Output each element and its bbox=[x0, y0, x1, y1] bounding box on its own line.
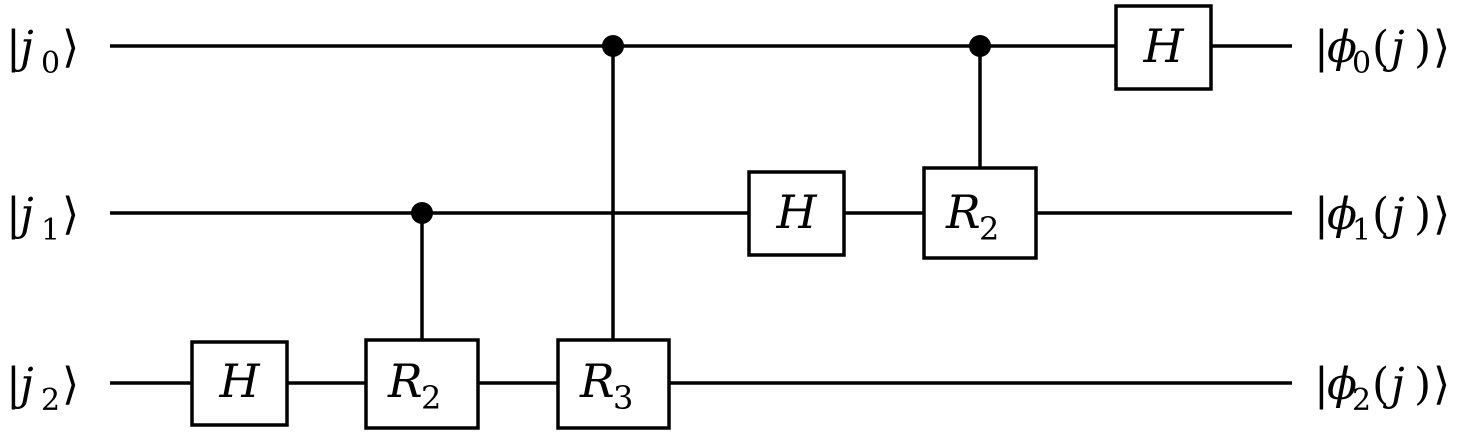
gate-subscript: 2 bbox=[979, 210, 999, 248]
ket-paren-close: ) bbox=[1414, 189, 1431, 240]
control-dot-r3-q2 bbox=[602, 35, 624, 57]
ket-bar: | bbox=[6, 22, 21, 73]
gate-label: H bbox=[218, 354, 260, 408]
ket-subscript: 0 bbox=[41, 46, 60, 81]
ket-symbol: ϕ bbox=[1327, 22, 1357, 73]
ket-symbol: ϕ bbox=[1327, 359, 1357, 410]
input-ket-1: | j 1 ⟩ bbox=[6, 189, 79, 248]
ket-paren-open: ( bbox=[1372, 359, 1389, 410]
gate-r3-q2: R 3 bbox=[556, 338, 671, 430]
output-ket-2: | ϕ 2 ( j ) ⟩ bbox=[1314, 359, 1450, 418]
gate-r2-q2: R 2 bbox=[364, 338, 480, 430]
ket-subscript: 1 bbox=[1352, 213, 1371, 248]
ket-bar: | bbox=[1314, 189, 1329, 240]
ket-paren-close: ) bbox=[1414, 359, 1431, 410]
gate-label: R bbox=[945, 185, 981, 239]
output-ket-1: | ϕ 1 ( j ) ⟩ bbox=[1314, 189, 1450, 248]
control-dot-r2-q1 bbox=[969, 35, 991, 57]
ket-angle: ⟩ bbox=[62, 359, 79, 410]
ket-bar: | bbox=[1314, 22, 1329, 73]
ket-angle: ⟩ bbox=[62, 22, 79, 73]
ket-subscript: 2 bbox=[1352, 383, 1371, 418]
output-ket-0: | ϕ 0 ( j ) ⟩ bbox=[1314, 22, 1450, 81]
gate-label: R bbox=[579, 354, 615, 408]
ket-symbol: ϕ bbox=[1327, 189, 1357, 240]
ket-angle: ⟩ bbox=[1433, 22, 1450, 73]
gate-label: H bbox=[775, 185, 817, 239]
control-dot-r2-q2 bbox=[411, 202, 433, 224]
gate-h-q0: H bbox=[1114, 4, 1213, 91]
ket-subscript: 1 bbox=[41, 213, 60, 248]
ket-paren-close: ) bbox=[1414, 22, 1431, 73]
gate-r2-q1: R 2 bbox=[922, 166, 1038, 260]
gate-label: R bbox=[387, 354, 423, 408]
ket-bar: | bbox=[6, 359, 21, 410]
ket-bar: | bbox=[6, 189, 21, 240]
ket-subscript: 2 bbox=[41, 383, 60, 418]
gate-label: H bbox=[1142, 19, 1184, 73]
ket-angle: ⟩ bbox=[1433, 359, 1450, 410]
ket-paren-open: ( bbox=[1372, 22, 1389, 73]
input-ket-2: | j 2 ⟩ bbox=[6, 359, 79, 418]
gate-h-q1: H bbox=[747, 170, 846, 257]
ket-paren-open: ( bbox=[1372, 189, 1389, 240]
ket-angle: ⟩ bbox=[62, 189, 79, 240]
ket-subscript: 0 bbox=[1352, 46, 1371, 81]
ket-angle: ⟩ bbox=[1433, 189, 1450, 240]
gate-subscript: 3 bbox=[613, 379, 633, 417]
input-ket-0: | j 0 ⟩ bbox=[6, 22, 79, 81]
gate-h-q2: H bbox=[190, 340, 289, 427]
ket-bar: | bbox=[1314, 359, 1329, 410]
gate-subscript: 2 bbox=[421, 379, 441, 417]
